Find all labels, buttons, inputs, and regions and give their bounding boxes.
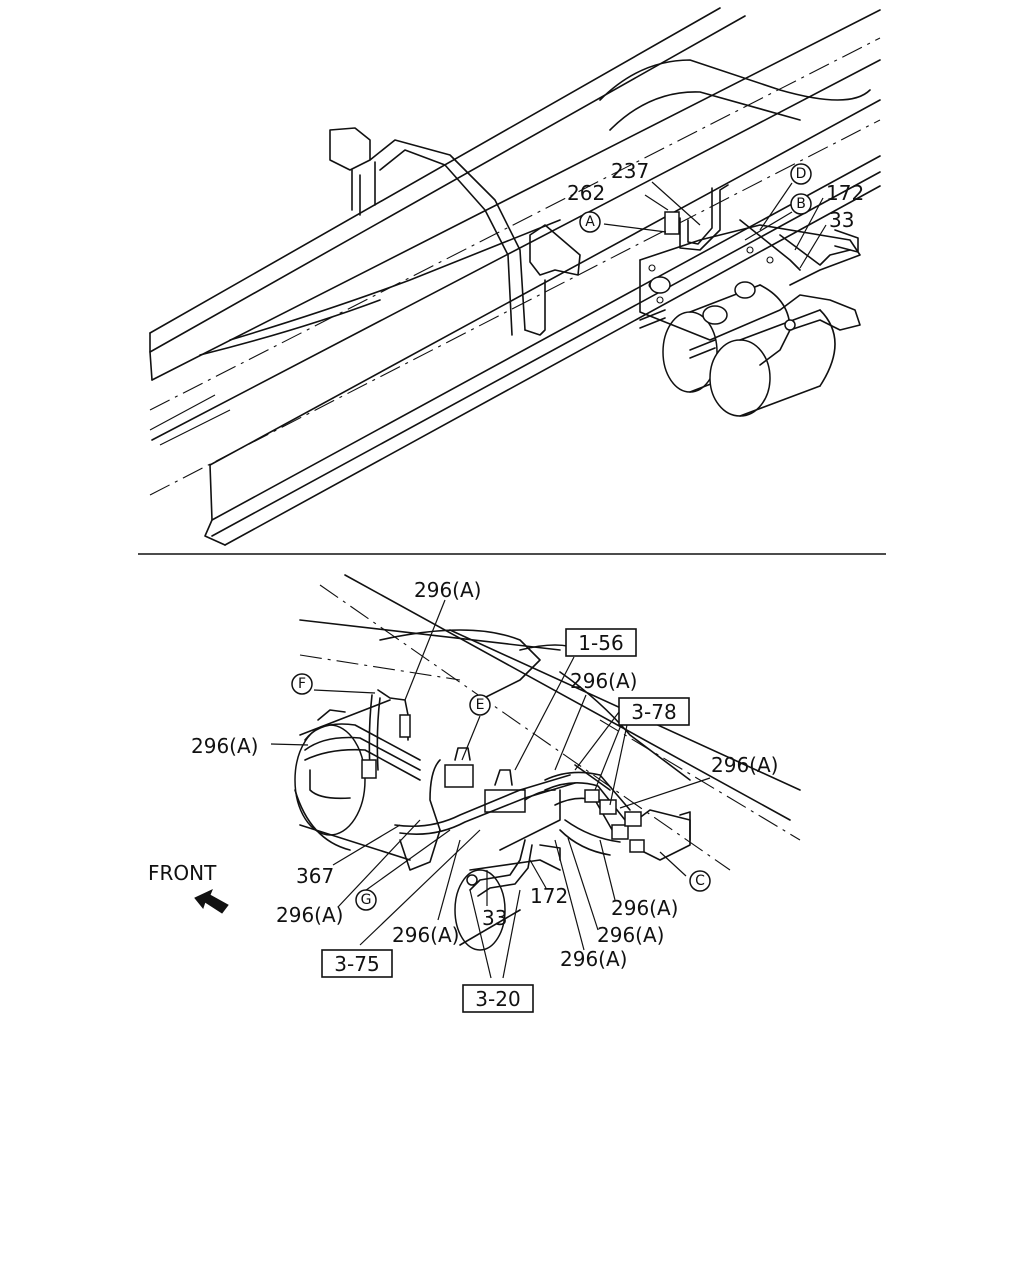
label-296-lower-left: 296(A) [276, 903, 343, 927]
ref-box-3-78: 3-78 [618, 697, 690, 726]
label-172: 172 [826, 181, 864, 205]
label-172-bottom: 172 [530, 884, 568, 908]
ref-box-3-20: 3-20 [462, 984, 534, 1013]
bottom-frame-drawing [294, 574, 801, 951]
label-296-lower-mid: 296(A) [392, 923, 459, 947]
label-296-lower-r2: 296(A) [597, 923, 664, 947]
top-frame-drawing [149, 7, 881, 546]
callout-d: D [790, 163, 812, 185]
ref-box-1-56: 1-56 [565, 628, 637, 657]
callout-c: C [689, 870, 711, 892]
label-front: FRONT [148, 861, 217, 885]
callout-b: B [790, 193, 812, 215]
ref-box-3-75: 3-75 [321, 949, 393, 978]
label-296-lower-r1: 296(A) [611, 896, 678, 920]
svg-text:F: F [298, 676, 306, 692]
callout-e: E [469, 694, 491, 716]
bottom-pipe-harness [304, 689, 645, 897]
front-arrow-icon [194, 889, 229, 914]
svg-text:B: B [796, 196, 806, 212]
svg-text:A: A [585, 214, 595, 230]
top-air-tank-assembly [639, 184, 861, 417]
svg-text:1-56: 1-56 [578, 631, 623, 655]
svg-text:3-20: 3-20 [475, 987, 520, 1011]
label-262: 262 [567, 181, 605, 205]
svg-text:G: G [361, 892, 372, 908]
callout-f: F [291, 673, 313, 695]
callout-g: G [355, 889, 377, 911]
label-367: 367 [296, 864, 334, 888]
label-296-lower-r3: 296(A) [560, 947, 627, 971]
svg-text:C: C [695, 873, 705, 889]
callout-a: A [579, 211, 601, 233]
label-33: 33 [829, 208, 854, 232]
label-33-bottom: 33 [482, 906, 507, 930]
label-296-top: 296(A) [414, 578, 481, 602]
bottom-leader-lines [270, 599, 711, 979]
svg-text:3-78: 3-78 [631, 700, 676, 724]
label-237: 237 [611, 159, 649, 183]
label-296-right: 296(A) [711, 753, 778, 777]
svg-text:D: D [796, 166, 807, 182]
label-296-left: 296(A) [191, 734, 258, 758]
svg-text:3-75: 3-75 [334, 952, 379, 976]
svg-text:E: E [476, 697, 485, 713]
top-leader-lines [603, 181, 827, 269]
label-296-upper-mid: 296(A) [570, 669, 637, 693]
